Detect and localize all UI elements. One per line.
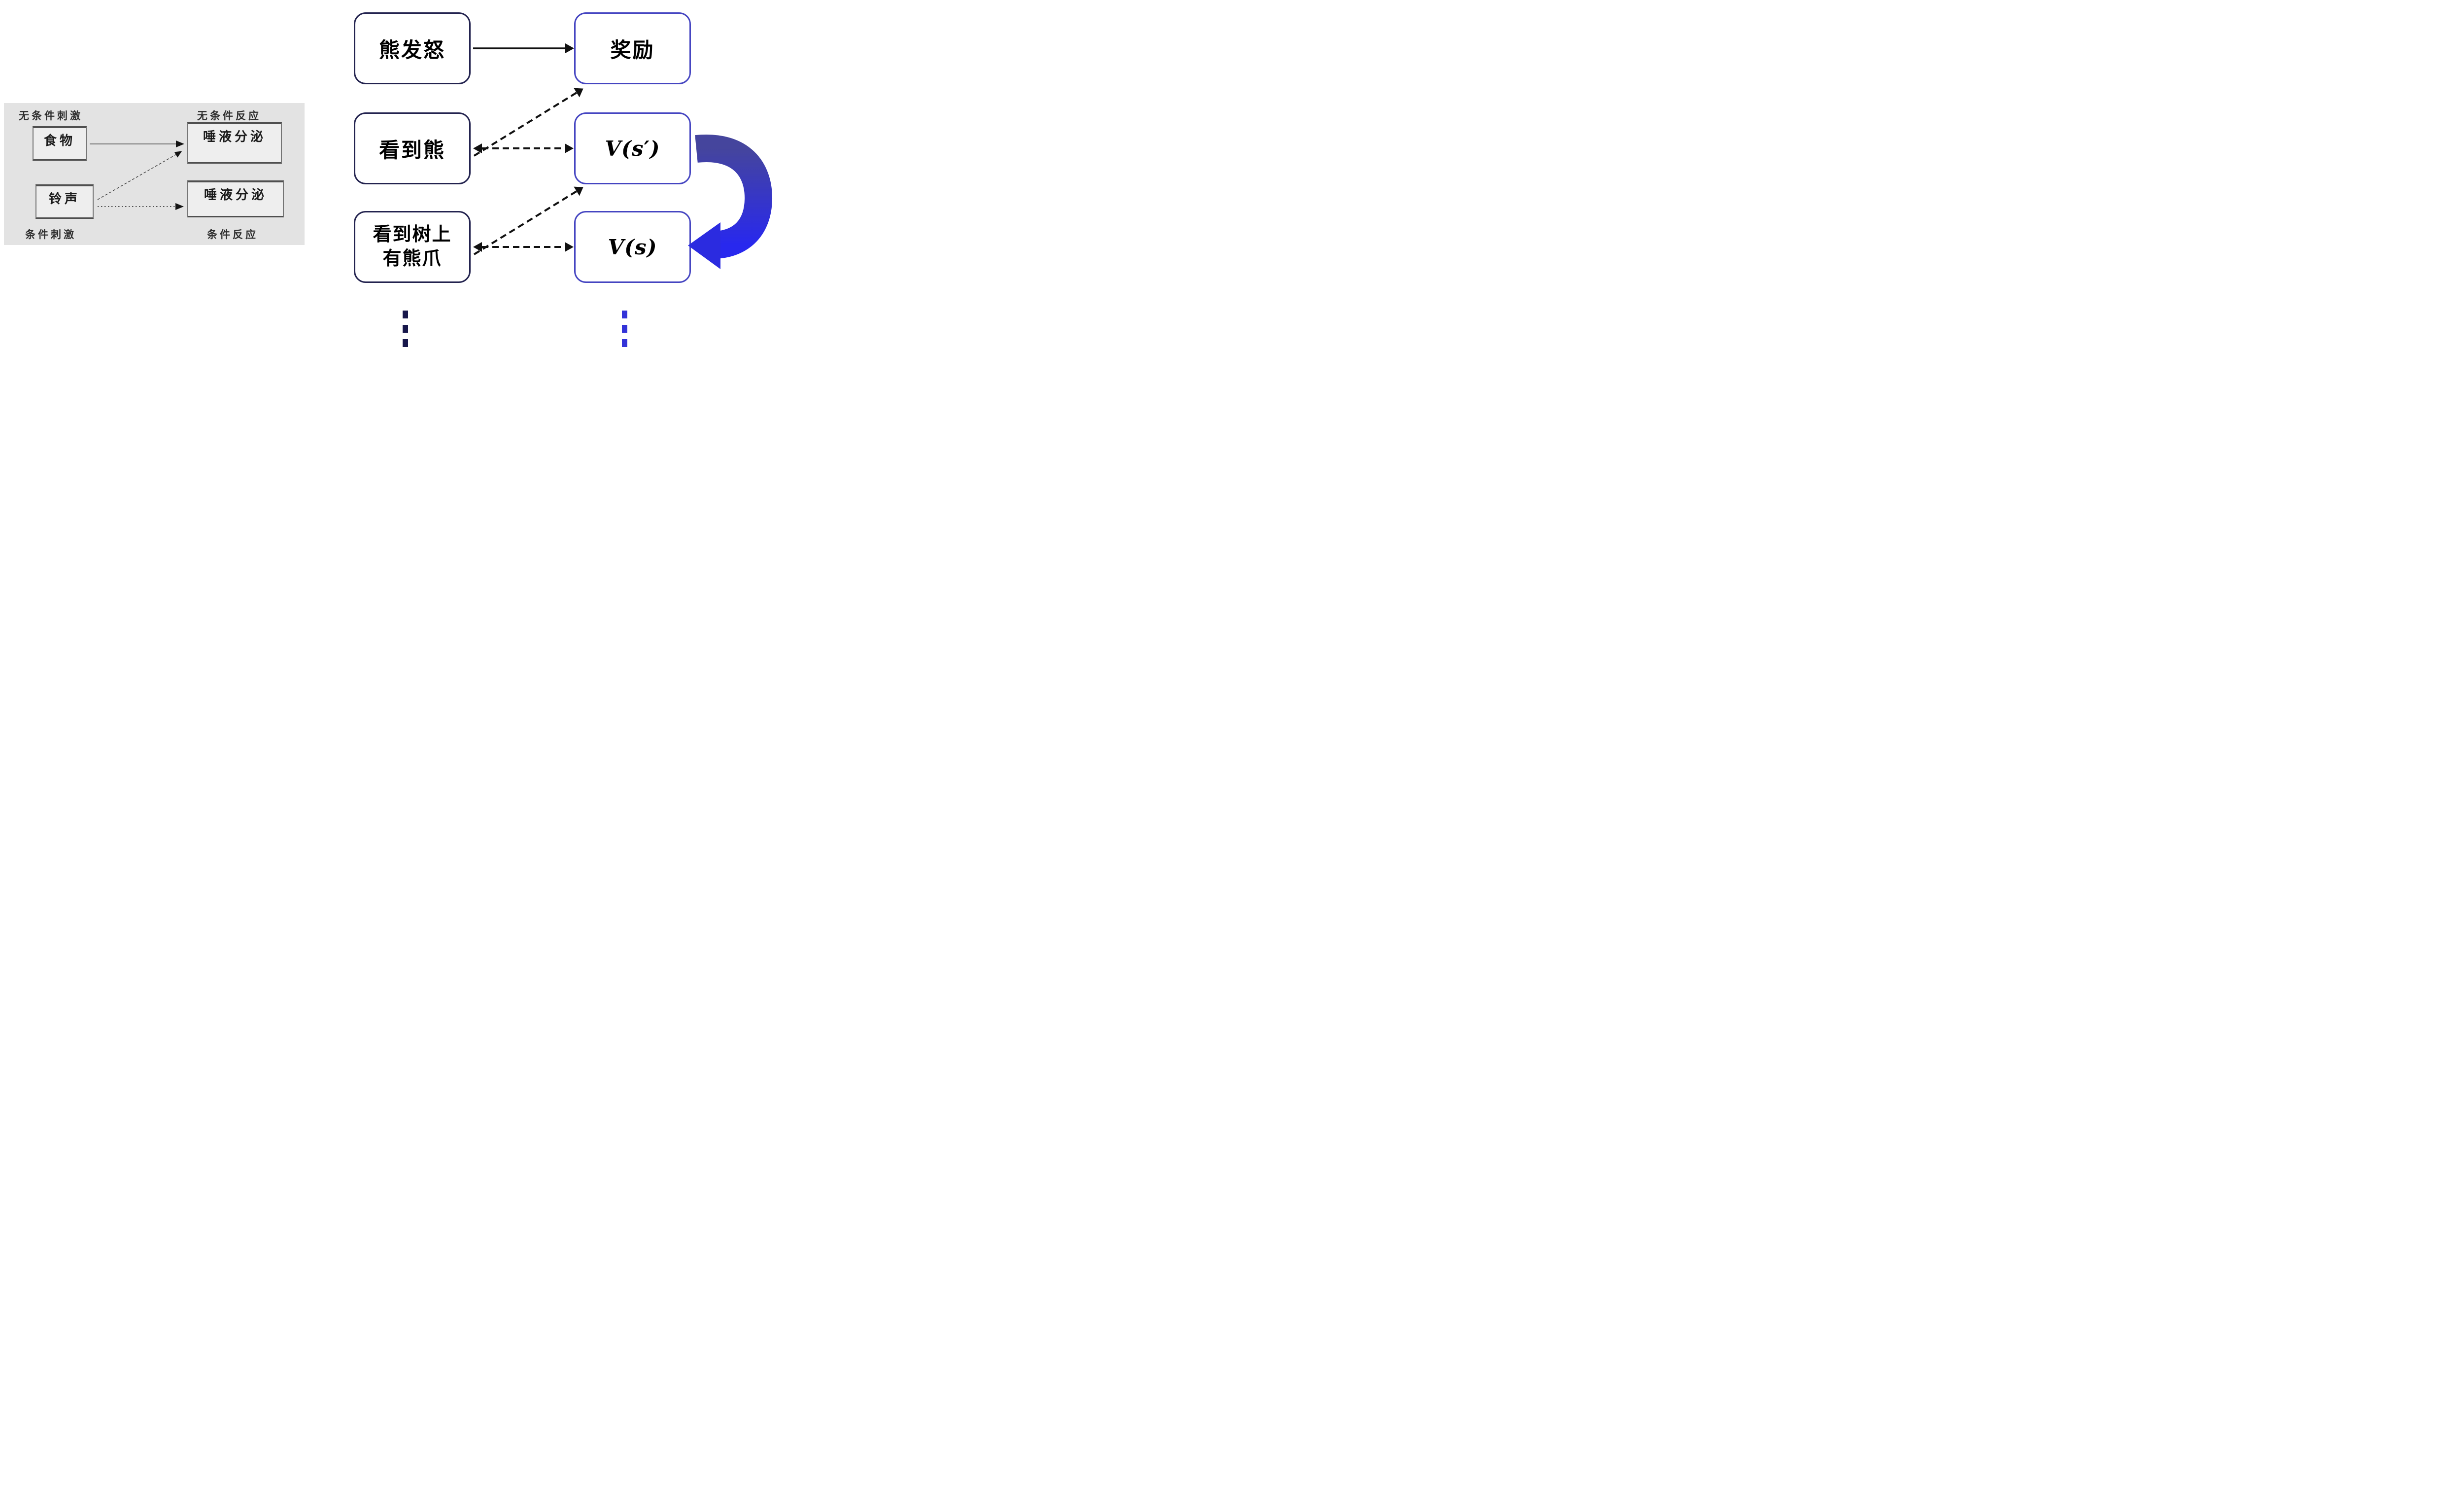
update-loop-ribbon-arrow xyxy=(688,135,772,269)
solid-arrow-bear-rage-to-reward xyxy=(473,43,574,53)
salivation-box-bottom: 唾液分泌 xyxy=(187,180,284,217)
dashed-arrow-see-claws-value-state xyxy=(473,242,574,252)
ellipsis-dot-right-1 xyxy=(622,311,627,318)
dashed-diagonal-arrow-see-bear-to-reward xyxy=(473,88,583,157)
value-state-box: V(s) xyxy=(574,211,691,283)
reward-box: 奖励 xyxy=(574,12,691,84)
conditioned-response-label: 条件反应 xyxy=(207,229,258,241)
see-bear-box: 看到熊 xyxy=(354,112,471,184)
see-claws-line2: 有熊爪 xyxy=(382,248,442,269)
ellipsis-dot-right-2 xyxy=(622,325,627,333)
dashed-diagonal-arrow-see-claws-to-value-next xyxy=(473,186,583,255)
bell-box: 铃声 xyxy=(35,184,94,219)
unconditioned-response-label: 无条件反应 xyxy=(197,110,261,122)
ellipsis-dot-left-1 xyxy=(403,311,408,318)
bear-rage-box: 熊发怒 xyxy=(354,12,471,84)
ellipsis-dot-left-3 xyxy=(403,339,408,347)
salivation-box-top: 唾液分泌 xyxy=(187,122,282,164)
food-box: 食物 xyxy=(33,126,87,161)
see-claws-line1: 看到树上 xyxy=(373,224,452,245)
pavlov-panel: 无条件刺激 无条件反应 食物 唾液分泌 铃声 唾液分泌 条件刺激 条件反应 xyxy=(4,103,305,245)
unconditioned-stimulus-label: 无条件刺激 xyxy=(19,110,83,122)
dashed-arrow-see-bear-value-next xyxy=(473,143,574,153)
ellipsis-dot-left-2 xyxy=(403,325,408,333)
see-claws-box: 看到树上 有熊爪 xyxy=(354,211,471,283)
value-next-state-box: V(s′) xyxy=(574,112,691,184)
conditioning-td-learning-diagram: 无条件刺激 无条件反应 食物 唾液分泌 铃声 唾液分泌 条件刺激 条件反应 熊发… xyxy=(0,0,773,350)
conditioned-stimulus-label: 条件刺激 xyxy=(25,229,76,241)
ellipsis-dot-right-3 xyxy=(622,339,627,347)
